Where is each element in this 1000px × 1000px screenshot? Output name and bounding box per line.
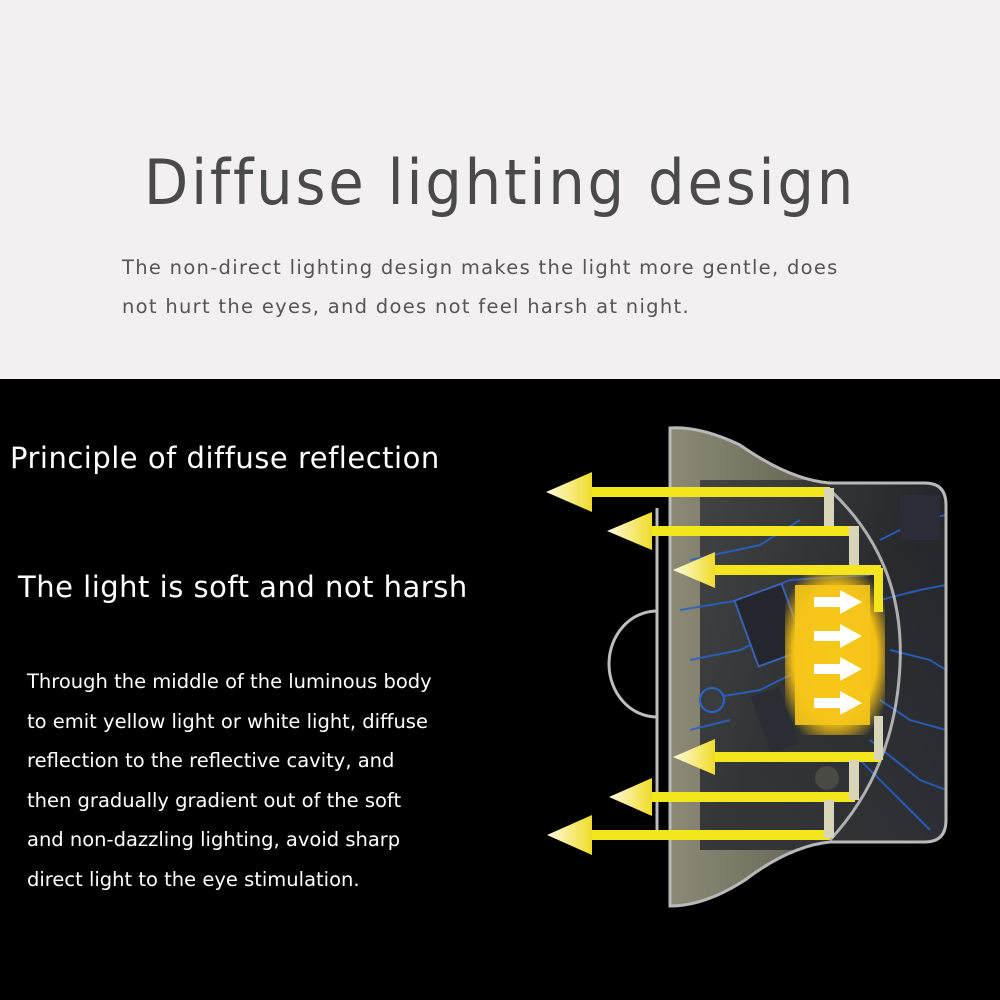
reflected-light-arrow-icon xyxy=(546,472,883,855)
principle-heading: Principle of diffuse reflection xyxy=(10,441,440,475)
page-title: Diffuse lighting design xyxy=(143,146,857,219)
header-section: Diffuse lighting design The non-direct l… xyxy=(0,0,1000,379)
description: Through the middle of the luminous body … xyxy=(27,662,507,900)
page-subtitle: The non-direct lighting design makes the… xyxy=(122,248,922,326)
description-line: then gradually gradient out of the soft xyxy=(27,788,402,812)
emitted-light-arrow-icon xyxy=(814,590,862,715)
description-line: to emit yellow light or white light, dif… xyxy=(27,709,428,733)
description-line: direct light to the eye stimulation. xyxy=(27,867,360,891)
mount-outline xyxy=(607,609,658,719)
soft-light-heading: The light is soft and not harsh xyxy=(18,570,468,604)
subtitle-line: not hurt the eyes, and does not feel har… xyxy=(122,295,690,318)
subtitle-line: The non-direct lighting design makes the… xyxy=(122,256,839,279)
description-line: and non-dazzling lighting, avoid sharp xyxy=(27,828,401,852)
description-line: Through the middle of the luminous body xyxy=(27,670,432,693)
description-line: reflection to the reflective cavity, and xyxy=(27,749,395,773)
